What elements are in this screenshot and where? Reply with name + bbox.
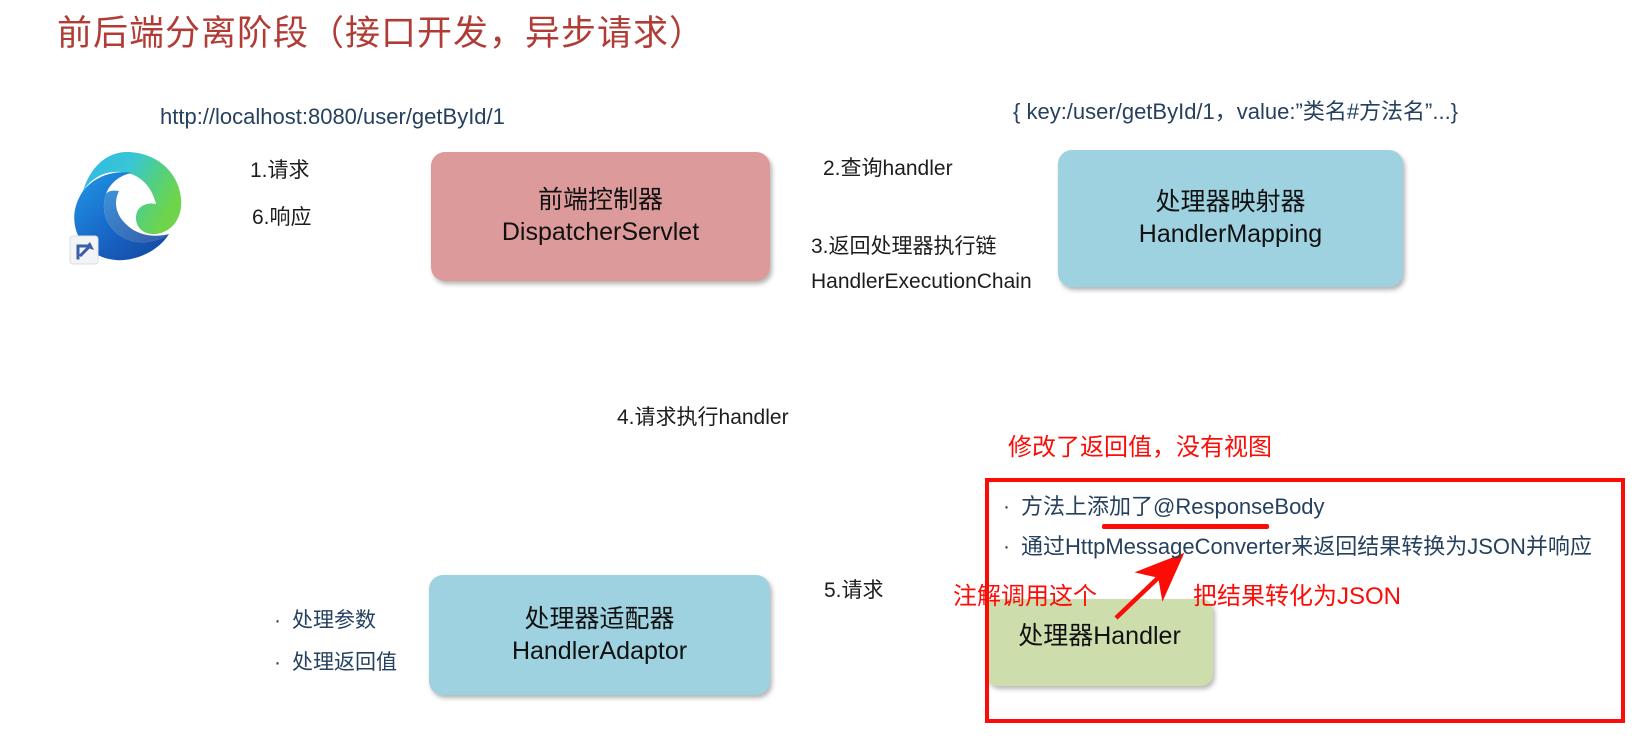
node-dispatcher-servlet[interactable]: 前端控制器 DispatcherServlet [431, 152, 770, 281]
list-item: · 方法上添加了@ResponseBody [1003, 494, 1592, 520]
page-title: 前后端分离阶段（接口开发，异步请求） [57, 14, 706, 53]
responsebody-underline [1102, 524, 1269, 529]
label-step4: 4.请求执行handler [617, 406, 789, 429]
adaptor-bullet-list: · 处理参数 · 处理返回值 [274, 608, 397, 676]
label-step5: 5.请求 [824, 579, 884, 602]
response-bullet-list: · 方法上添加了@ResponseBody · 通过HttpMessageCon… [1003, 494, 1592, 560]
handler-mapping-entry-label: { key:/user/getById/1，value:”类名#方法名”...} [1013, 99, 1459, 124]
adaptor-bullet-1: 处理返回值 [292, 651, 397, 674]
node-handler-mapping-cn: 处理器映射器 [1155, 188, 1306, 216]
response-bullet-1: 通过HttpMessageConverter来返回结果转换为JSON并响应 [1021, 534, 1592, 559]
label-step3: 3.返回处理器执行链 [811, 235, 997, 258]
bullet-marker: · [274, 609, 281, 632]
label-step3-sub: HandlerExecutionChain [811, 270, 1032, 293]
request-url-label: http://localhost:8080/user/getById/1 [160, 104, 505, 129]
callout-right-label: 把结果转化为JSON [1193, 583, 1402, 610]
label-step2: 2.查询handler [823, 157, 953, 180]
adaptor-bullet-0: 处理参数 [292, 609, 376, 632]
bullet-marker: · [1003, 495, 1010, 518]
node-handler-adaptor-en: HandlerAdaptor [511, 636, 688, 665]
annotation-frame [985, 478, 1625, 723]
node-handler-adaptor[interactable]: 处理器适配器 HandlerAdaptor [429, 575, 770, 695]
label-step6: 6.响应 [252, 206, 312, 229]
response-bullet-0: 方法上添加了@ResponseBody [1021, 494, 1325, 519]
list-item: · 通过HttpMessageConverter来返回结果转换为JSON并响应 [1003, 534, 1592, 560]
bullet-marker: · [1003, 535, 1010, 558]
node-handler-mapping[interactable]: 处理器映射器 HandlerMapping [1058, 150, 1403, 287]
node-handler-mapping-en: HandlerMapping [1138, 220, 1323, 248]
node-dispatcher-servlet-en: DispatcherServlet [501, 218, 700, 246]
bullet-marker: · [274, 651, 281, 674]
node-handler-adaptor-cn: 处理器适配器 [524, 604, 675, 633]
callout-left-label: 注解调用这个 [953, 583, 1097, 610]
node-dispatcher-servlet-cn: 前端控制器 [537, 186, 663, 214]
edge-browser-icon [68, 146, 186, 266]
list-item: · 处理参数 [274, 608, 397, 634]
red-note-title: 修改了返回值，没有视图 [1008, 434, 1272, 461]
label-step1: 1.请求 [250, 159, 310, 182]
node-handler-cn: 处理器Handler [1018, 622, 1181, 650]
list-item: · 处理返回值 [274, 650, 397, 676]
